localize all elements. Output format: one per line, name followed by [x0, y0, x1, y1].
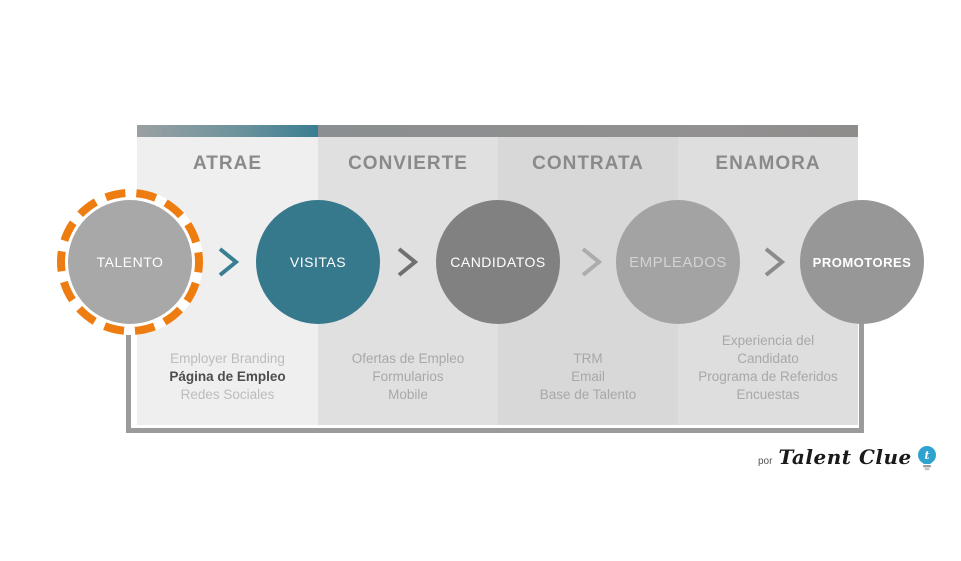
brand-name: Talent Clue: [778, 445, 912, 469]
chevron-right-icon: [397, 247, 419, 277]
stage-items-contrata: TRM Email Base de Talento: [498, 350, 678, 404]
circle-empleados: EMPLEADOS: [616, 200, 740, 324]
chevron-right-icon: [764, 247, 786, 277]
list-item: Redes Sociales: [180, 387, 275, 402]
circle-visitas: VISITAS: [256, 200, 380, 324]
circle-label: CANDIDATOS: [450, 254, 546, 270]
lightbulb-icon: t: [917, 446, 936, 471]
circle-label: TALENTO: [96, 254, 164, 270]
stage-title-enamora: ENAMORA: [715, 153, 821, 174]
top-bar-gray-segment: [318, 125, 858, 137]
list-item: Ofertas de Empleo: [351, 351, 465, 366]
list-item: Encuestas: [736, 387, 800, 402]
brand-prefix: por: [758, 455, 773, 467]
loop-connector-frame: [126, 262, 864, 433]
list-item: Programa de Referidos: [698, 369, 838, 384]
list-item: TRM: [573, 351, 603, 366]
stage-title-convierte: CONVIERTE: [348, 153, 468, 174]
list-item: Mobile: [388, 387, 428, 402]
circle-label: PROMOTORES: [812, 254, 912, 270]
stage-title-contrata: CONTRATA: [532, 153, 644, 174]
stage-items-enamora: Experiencia del Candidato Programa de Re…: [678, 332, 858, 404]
top-bar-teal-segment: [137, 125, 318, 137]
brand-footer: por Talent Clue t: [758, 443, 937, 471]
list-item: Employer Branding: [170, 351, 285, 366]
list-item-highlighted: Página de Empleo: [169, 369, 286, 384]
chevron-right-icon: [581, 247, 603, 277]
list-item: Experiencia del Candidato: [721, 333, 815, 366]
stage-items-convierte: Ofertas de Empleo Formularios Mobile: [318, 350, 498, 404]
list-item: Email: [571, 369, 605, 384]
circle-talento: TALENTO: [68, 200, 192, 324]
svg-text:t: t: [924, 449, 929, 462]
list-item: Base de Talento: [539, 387, 637, 402]
circle-label: EMPLEADOS: [629, 253, 727, 271]
circle-label: VISITAS: [289, 254, 347, 270]
circle-promotores: PROMOTORES: [800, 200, 924, 324]
chevron-right-icon: [218, 247, 240, 277]
stage-title-atrae: ATRAE: [192, 153, 263, 174]
stage-items-atrae: Employer Branding Página de Empleo Redes…: [137, 350, 318, 404]
circle-candidatos: CANDIDATOS: [436, 200, 560, 324]
list-item: Formularios: [372, 369, 444, 384]
